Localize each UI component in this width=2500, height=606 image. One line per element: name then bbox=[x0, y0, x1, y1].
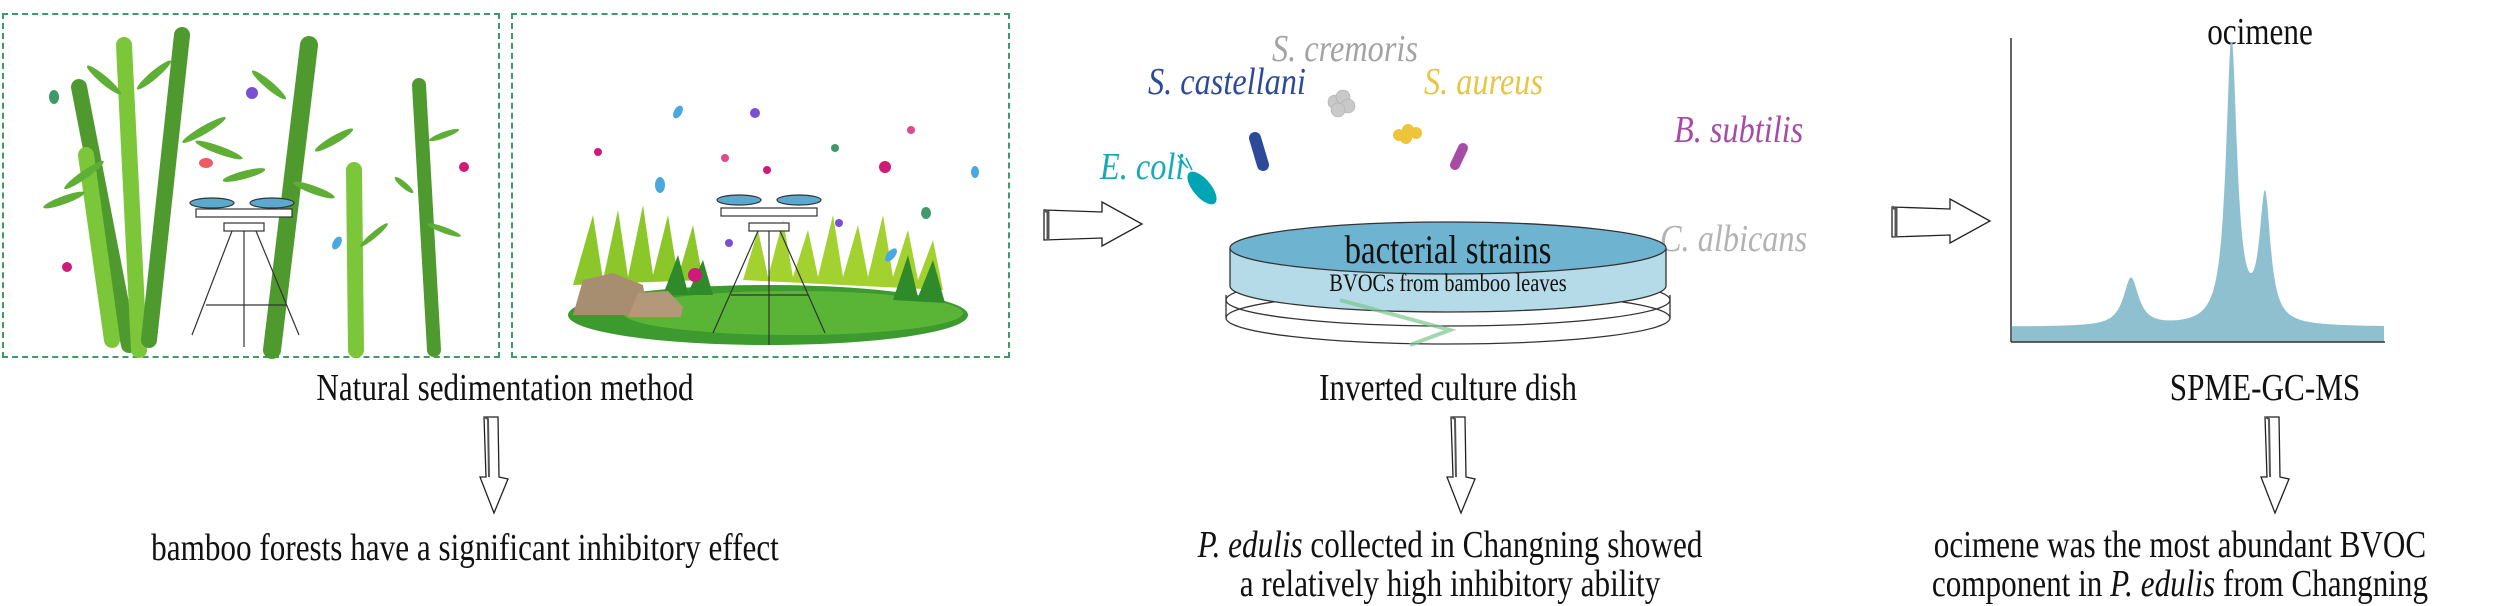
microbe-icon bbox=[879, 161, 891, 173]
species-label-s-castellani: S. castellani bbox=[1148, 61, 1306, 103]
microbe-icon bbox=[459, 162, 469, 172]
microbe-icon bbox=[763, 166, 771, 174]
bamboo-forest-conclusion: bamboo forests have a significant inhibi… bbox=[151, 527, 779, 569]
bamboo-leaves bbox=[43, 60, 461, 247]
dish-bottom-label: BVOCs from bamboo leaves bbox=[1329, 270, 1567, 297]
down-arrow-icon bbox=[2260, 416, 2290, 515]
chromatogram-chart bbox=[2010, 38, 2385, 343]
tripod-sampler bbox=[189, 197, 300, 347]
gcms-conclusion-line2: component in P. edulis from Changning bbox=[1918, 562, 2443, 606]
species-label-c-albicans: C. albicans bbox=[1660, 218, 1808, 260]
microbe-icon bbox=[835, 219, 843, 227]
species-name: P. edulis bbox=[1197, 524, 1303, 566]
chromatogram-area bbox=[2012, 42, 2384, 342]
species-label-b-subtilis: B. subtilis bbox=[1674, 109, 1804, 151]
microbe-icon bbox=[885, 248, 897, 262]
microbe-icon bbox=[831, 144, 839, 152]
microbe-icon bbox=[199, 158, 213, 168]
microbe-icon bbox=[750, 108, 760, 118]
dish-top-label: bacterial strains bbox=[1344, 227, 1552, 272]
culture-dish-conclusion-line2: a relatively high inhibitory ability bbox=[1239, 563, 1661, 605]
bamboo-forest-panel bbox=[2, 13, 500, 359]
conclusion-text: from Changning bbox=[2215, 563, 2429, 605]
species-label-s-cremoris: S. cremoris bbox=[1272, 28, 1418, 70]
culture-dish-conclusion-line1: P. edulis collected in Changning showed bbox=[1179, 523, 1720, 567]
e-coli-icon bbox=[1177, 154, 1217, 205]
microbe-icon bbox=[332, 236, 342, 250]
s-cremoris-icon bbox=[1327, 89, 1356, 118]
grass bbox=[573, 205, 945, 303]
microbe-icon bbox=[971, 166, 979, 178]
microbe-icon bbox=[688, 268, 702, 282]
conclusion-text: component in bbox=[1931, 563, 2111, 605]
microbe-icon bbox=[907, 126, 915, 134]
microbes-illustration bbox=[1177, 89, 1671, 347]
petri-dish bbox=[1225, 221, 1671, 347]
microbe-icon bbox=[49, 90, 59, 104]
b-subtilis-icon bbox=[1450, 143, 1468, 170]
grassland-panel bbox=[511, 13, 1010, 358]
species-label-s-aureus: S. aureus bbox=[1424, 61, 1544, 103]
natural-sedimentation-caption: Natural sedimentation method bbox=[316, 367, 694, 409]
microbe-icon bbox=[721, 154, 729, 162]
species-name: P. edulis bbox=[2110, 563, 2216, 605]
microbe-icon bbox=[673, 105, 683, 119]
grassland-illustration bbox=[568, 105, 979, 345]
down-arrow-icon bbox=[1446, 416, 1476, 515]
rocks bbox=[573, 273, 683, 317]
bamboo-forest-illustration bbox=[43, 27, 469, 359]
chart-title: ocimene bbox=[2207, 11, 2313, 53]
culture-dish-caption: Inverted culture dish bbox=[1319, 367, 1577, 409]
species-label-e-coli: E. coli bbox=[1100, 146, 1185, 188]
down-arrow-icon bbox=[479, 416, 509, 515]
bamboo-stalks bbox=[71, 27, 441, 359]
microbe-icon bbox=[62, 262, 72, 272]
microbe-icon bbox=[246, 87, 258, 99]
conclusion-text: collected in Changning showed bbox=[1302, 524, 1703, 566]
microbe-icon bbox=[655, 177, 665, 193]
right-arrow-icon bbox=[1043, 200, 1144, 248]
microbe-icon bbox=[594, 148, 602, 156]
chart-xlabel: SPME-GC-MS bbox=[2169, 367, 2361, 409]
microbe-icon bbox=[725, 239, 733, 247]
s-castellani-icon bbox=[1249, 132, 1269, 171]
s-aureus-icon bbox=[1393, 124, 1422, 144]
tripod-sampler bbox=[712, 194, 826, 345]
right-arrow-icon bbox=[1891, 197, 1992, 245]
microbe-icon bbox=[921, 207, 931, 219]
gcms-conclusion-line1: ocimene was the most abundant BVOC bbox=[1933, 524, 2427, 566]
